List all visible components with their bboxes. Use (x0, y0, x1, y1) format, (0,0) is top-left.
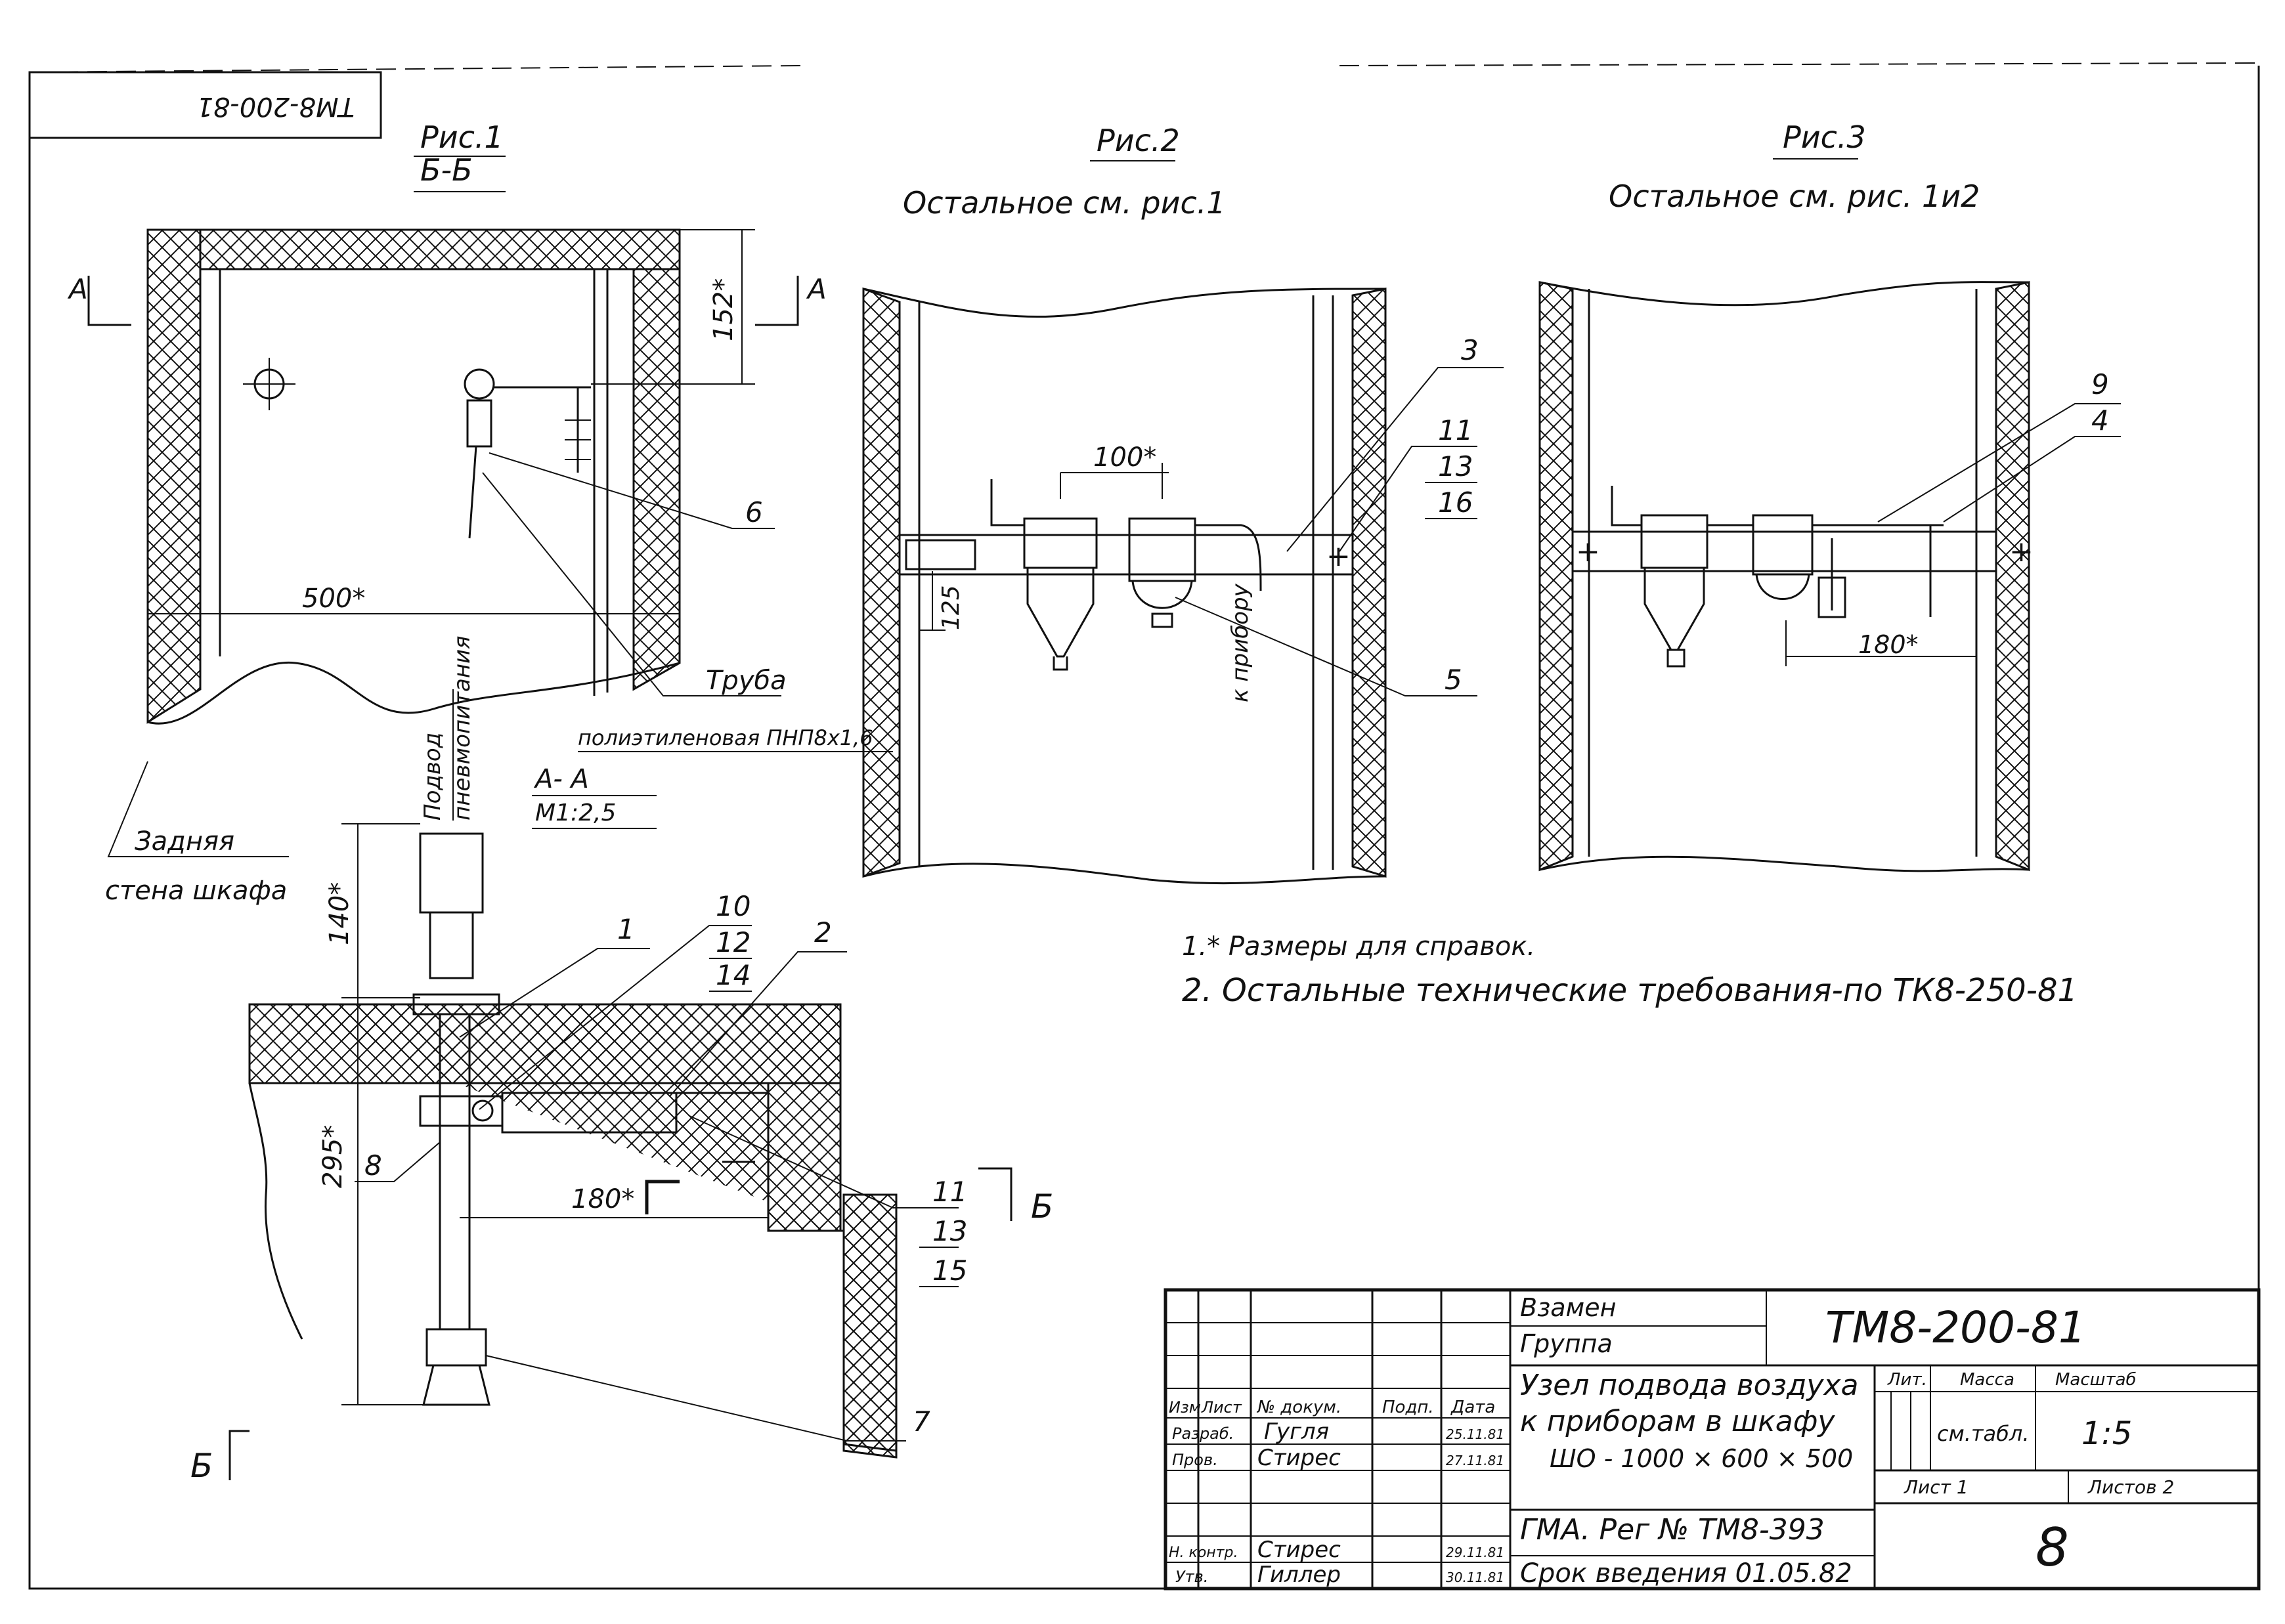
fig2-dim-125: 125 (938, 585, 965, 630)
fig2-dim-100: 100* (1093, 442, 1156, 473)
fig2-to-device: к прибору (1227, 583, 1253, 702)
fig2-callout-3: 3 (1461, 334, 1479, 366)
tb-sheet-num: 8 (2035, 1517, 2069, 1578)
tb-utv-name: Гиллер (1257, 1562, 1341, 1588)
tb-doc-code: ТМ8-200-81 (1825, 1302, 2086, 1353)
section-aa-callout-12: 12 (716, 926, 751, 958)
fig1-back-wall-1: Задняя (135, 826, 234, 857)
tb-scale-val: 1:5 (2081, 1415, 2132, 1452)
fig2-callout-16: 16 (1438, 486, 1473, 519)
section-aa-callout-1: 1 (617, 913, 635, 945)
tb-col-doc: № докум. (1256, 1398, 1341, 1417)
fig1-title: Рис.1 (420, 119, 504, 155)
tb-col-list: Лист (1201, 1398, 1242, 1417)
section-aa-callout-8: 8 (364, 1149, 382, 1182)
tb-col-izm: Изм (1169, 1398, 1201, 1417)
fig1-pipe-label-2: полиэтиленовая ПНП8х1,6 (578, 725, 873, 750)
tb-razrab-date: 25.11.81 (1446, 1426, 1504, 1442)
fig1-arrow-a-right: А (806, 273, 827, 305)
fig3-callout-9: 9 (2091, 368, 2109, 400)
tb-row-nkontr: Н. контр. (1169, 1545, 1238, 1561)
section-aa-callout-10: 10 (716, 890, 751, 922)
tb-row-razrab: Разраб. (1172, 1424, 1234, 1443)
tb-lit: Лит. (1887, 1370, 1927, 1390)
section-aa-mark-b2: Б (190, 1447, 213, 1485)
fig3-title: Рис.3 (1783, 119, 1866, 155)
fig1-arrow-a-left: А (67, 273, 88, 305)
section-aa-mark-b: Б (1031, 1187, 1053, 1226)
section-aa-title: А- А (533, 764, 589, 794)
section-aa-callout-11: 11 (932, 1176, 967, 1208)
tb-vzamen: Взамен (1520, 1293, 1616, 1322)
tb-nkontr-name: Стирес (1257, 1537, 1341, 1563)
tb-col-data: Дата (1450, 1398, 1495, 1417)
svg-text:+: + (1326, 540, 1351, 573)
tb-reg: ГМА. Рег № ТМ8-393 (1520, 1513, 1825, 1547)
section-aa-dim-180: 180* (571, 1184, 634, 1214)
svg-text:+: + (1576, 535, 1600, 568)
section-aa-supply-1: Подвод (420, 733, 446, 821)
tb-massa: Масса (1960, 1370, 2014, 1390)
tb-row-prov: Пров. (1172, 1451, 1218, 1469)
tb-name-3: ШО - 1000 × 600 × 500 (1550, 1444, 1853, 1473)
tb-massa-val: см.табл. (1937, 1421, 2030, 1446)
technical-notes: 1.* Размеры для справок. 2. Остальные те… (1182, 931, 2078, 1009)
fig1-pipe-label-1: Труба (706, 666, 787, 696)
section-aa-callout-7: 7 (913, 1405, 930, 1438)
tb-gruppa: Группа (1520, 1329, 1613, 1358)
note-1: 1.* Размеры для справок. (1182, 931, 1535, 962)
fig1-dim-152: 152* (708, 278, 739, 341)
fig3-subtitle: Остальное см. рис. 1и2 (1609, 179, 1980, 214)
section-aa-callout-13: 13 (932, 1215, 967, 1247)
tb-col-podp: Подп. (1382, 1398, 1434, 1417)
tb-name-2: к приборам в шкафу (1520, 1405, 1835, 1438)
tb-row-utv: Утв. (1175, 1568, 1208, 1586)
tb-nkontr-date: 29.11.81 (1446, 1545, 1504, 1560)
section-aa-callout-2: 2 (814, 916, 832, 949)
tb-list: Лист 1 (1904, 1476, 1969, 1498)
tb-razrab-name: Гугля (1264, 1419, 1329, 1445)
tb-utv-date: 30.11.81 (1446, 1570, 1504, 1585)
svg-text:+: + (2009, 535, 2034, 568)
tb-prov-date: 27.11.81 (1446, 1453, 1504, 1468)
tb-masshtab: Масштаб (2055, 1370, 2137, 1390)
section-aa-callout-15: 15 (932, 1254, 967, 1287)
note-2: 2. Остальные технические требования-по Т… (1182, 972, 2078, 1009)
tb-name-1: Узел подвода воздуха (1520, 1369, 1858, 1402)
section-a-a: А- А М1:2,5 Подвод пневмопитания 140* 29… (190, 635, 1053, 1485)
tb-prov-name: Стирес (1257, 1445, 1341, 1471)
sheet-code-rotated: ТМ8-200-81 (196, 91, 355, 121)
fig2-callout-13: 13 (1438, 450, 1473, 482)
fig3-dim-180: 180* (1858, 630, 1919, 659)
section-aa-scale: М1:2,5 (535, 800, 616, 826)
fig1-dim-500: 500* (302, 584, 365, 614)
section-aa-callout-14: 14 (716, 959, 751, 991)
figure-2: Рис.2 Остальное см. рис.1 + 100* 125 к п… (862, 123, 1504, 885)
title-block: Взамен Группа ТМ8-200-81 Узел подвода во… (1164, 1288, 2261, 1591)
fig2-subtitle: Остальное см. рис.1 (903, 185, 1226, 221)
tb-listov: Листов 2 (2087, 1476, 2174, 1498)
figure-3: Рис.3 Остальное см. рис. 1и2 + + 180* 9 … (1538, 119, 2121, 872)
section-aa-dim-140: 140* (324, 882, 355, 945)
figure-1: Рис.1 Б-Б 500* 152* А А 6 (67, 119, 893, 906)
tb-srok: Срок введения 01.05.82 (1520, 1558, 1852, 1589)
fig1-section: Б-Б (420, 152, 473, 188)
sheet-frame (28, 62, 2260, 1590)
fig2-callout-11: 11 (1438, 414, 1473, 446)
fig1-callout-6: 6 (745, 496, 763, 528)
fig2-title: Рис.2 (1097, 123, 1180, 158)
fig1-back-wall-2: стена шкафа (105, 876, 287, 906)
fig3-callout-4: 4 (2091, 404, 2109, 437)
fig2-callout-5: 5 (1445, 664, 1462, 696)
section-aa-dim-295: 295* (318, 1125, 348, 1188)
